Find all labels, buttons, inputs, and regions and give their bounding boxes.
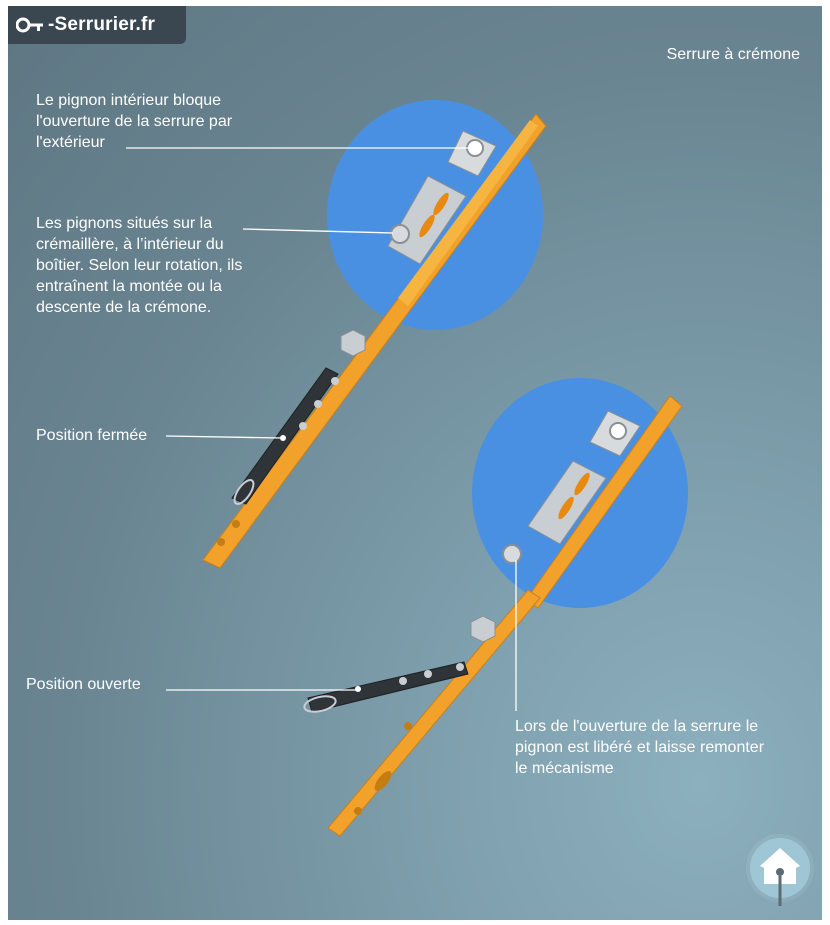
annotation-ouverture: Lors de l'ouverture de la serrure le pig…: [515, 718, 765, 777]
diagram-title: Serrure à crémone: [666, 46, 800, 63]
leader-fermee: [165, 435, 282, 439]
key-icon: [16, 17, 43, 33]
rod-hole: [331, 377, 339, 385]
annotation-position-fermee: Position fermée: [36, 427, 148, 444]
site-logo[interactable]: -Serrurier.fr: [8, 6, 186, 44]
hex-nut-open: [470, 615, 496, 643]
rod-hole: [424, 670, 432, 678]
rod-hole: [314, 400, 322, 408]
rail-hole: [404, 722, 412, 730]
rail-slot: [374, 771, 392, 791]
ouverte-pointer-dot: [355, 686, 361, 692]
rod-slot-closed: [233, 479, 255, 505]
leader-lines: [126, 147, 517, 711]
home-button[interactable]: [750, 838, 810, 906]
logo-text: -Serrurier.fr: [48, 14, 156, 35]
rod-hole: [456, 663, 464, 671]
orange-rail-closed-highlight: [398, 120, 538, 306]
fermee-pointer-dot: [280, 435, 286, 441]
diagram-canvas: -Serrurier.fr: [8, 6, 822, 920]
released-pinion: [502, 544, 522, 564]
rod-slot-open: [303, 695, 337, 713]
pinion-interieur-pivot: [466, 139, 484, 157]
rail-hole: [217, 538, 225, 546]
rod-hole: [299, 422, 307, 430]
house-key-icon: [760, 848, 800, 906]
housing-slot: [558, 496, 574, 520]
rail-hole: [232, 520, 240, 528]
hex-nut-closed: [340, 329, 366, 357]
housing-slot: [574, 472, 590, 496]
leader-pignons: [242, 228, 394, 234]
bottom-pivot: [609, 422, 627, 440]
housing-slot: [419, 214, 435, 238]
pinion-nut: [390, 224, 410, 244]
annotation-pignons: Les pignons situés sur la crémaillère, à…: [36, 215, 243, 316]
cremone-illustration: [126, 100, 688, 837]
annotation-position-ouverte: Position ouverte: [26, 676, 141, 693]
orange-rail-open-upper: [525, 395, 683, 609]
rail-hole: [354, 807, 362, 815]
orange-rail-open-lower: [327, 589, 541, 837]
rod-hole: [399, 677, 407, 685]
housing-slot: [433, 192, 449, 216]
annotation-pignon-interieur: Le pignon intérieur bloque l'ouverture d…: [36, 92, 233, 151]
